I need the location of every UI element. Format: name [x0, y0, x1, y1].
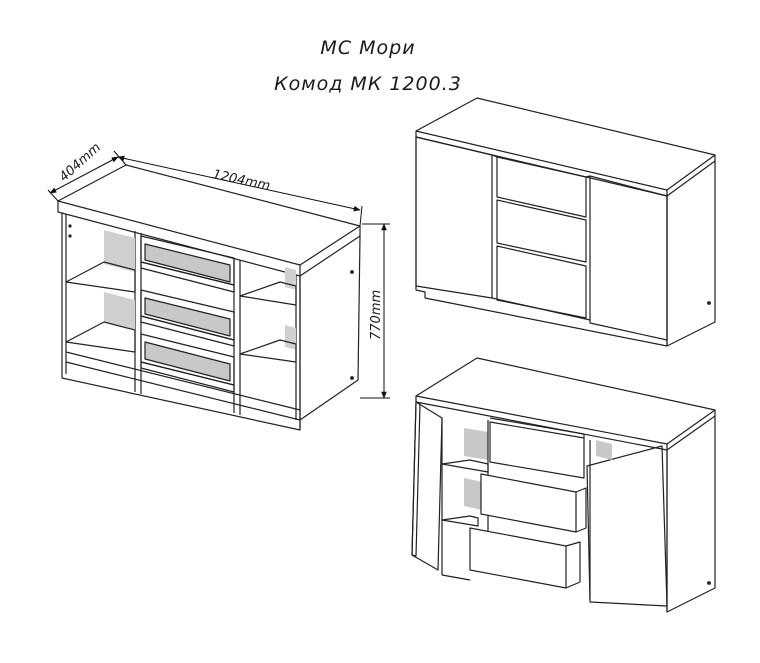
open-right-door — [586, 445, 668, 607]
carcass-drawer-1 — [140, 235, 235, 293]
brand-title: МС Мори — [320, 37, 416, 59]
right-door — [589, 175, 668, 341]
carcass-top — [57, 164, 361, 266]
carcass-view — [57, 164, 361, 431]
carcass-drawer-2 — [140, 289, 235, 347]
left-door — [415, 136, 493, 299]
open-view — [411, 357, 716, 613]
closed-front-view — [415, 97, 716, 347]
depth-label: 404mm — [57, 140, 104, 185]
carcass-right-side — [299, 235, 361, 421]
title-block: МС Мори Комод МК 1200.3 — [0, 30, 760, 102]
carcass-drawer-3 — [140, 333, 235, 393]
closed-top — [415, 97, 716, 191]
dimension-lines — [47, 150, 390, 399]
drawer-front-3 — [496, 245, 587, 319]
open-drawer-1 — [489, 417, 585, 479]
closed-right-side — [666, 160, 716, 347]
open-drawer-2 — [480, 473, 587, 533]
open-drawer-3 — [469, 527, 581, 589]
drawer-front-2 — [496, 199, 587, 263]
drawer-front-1 — [496, 156, 587, 218]
model-title: Комод МК 1200.3 — [274, 73, 462, 95]
height-label: 770mm — [369, 290, 384, 340]
